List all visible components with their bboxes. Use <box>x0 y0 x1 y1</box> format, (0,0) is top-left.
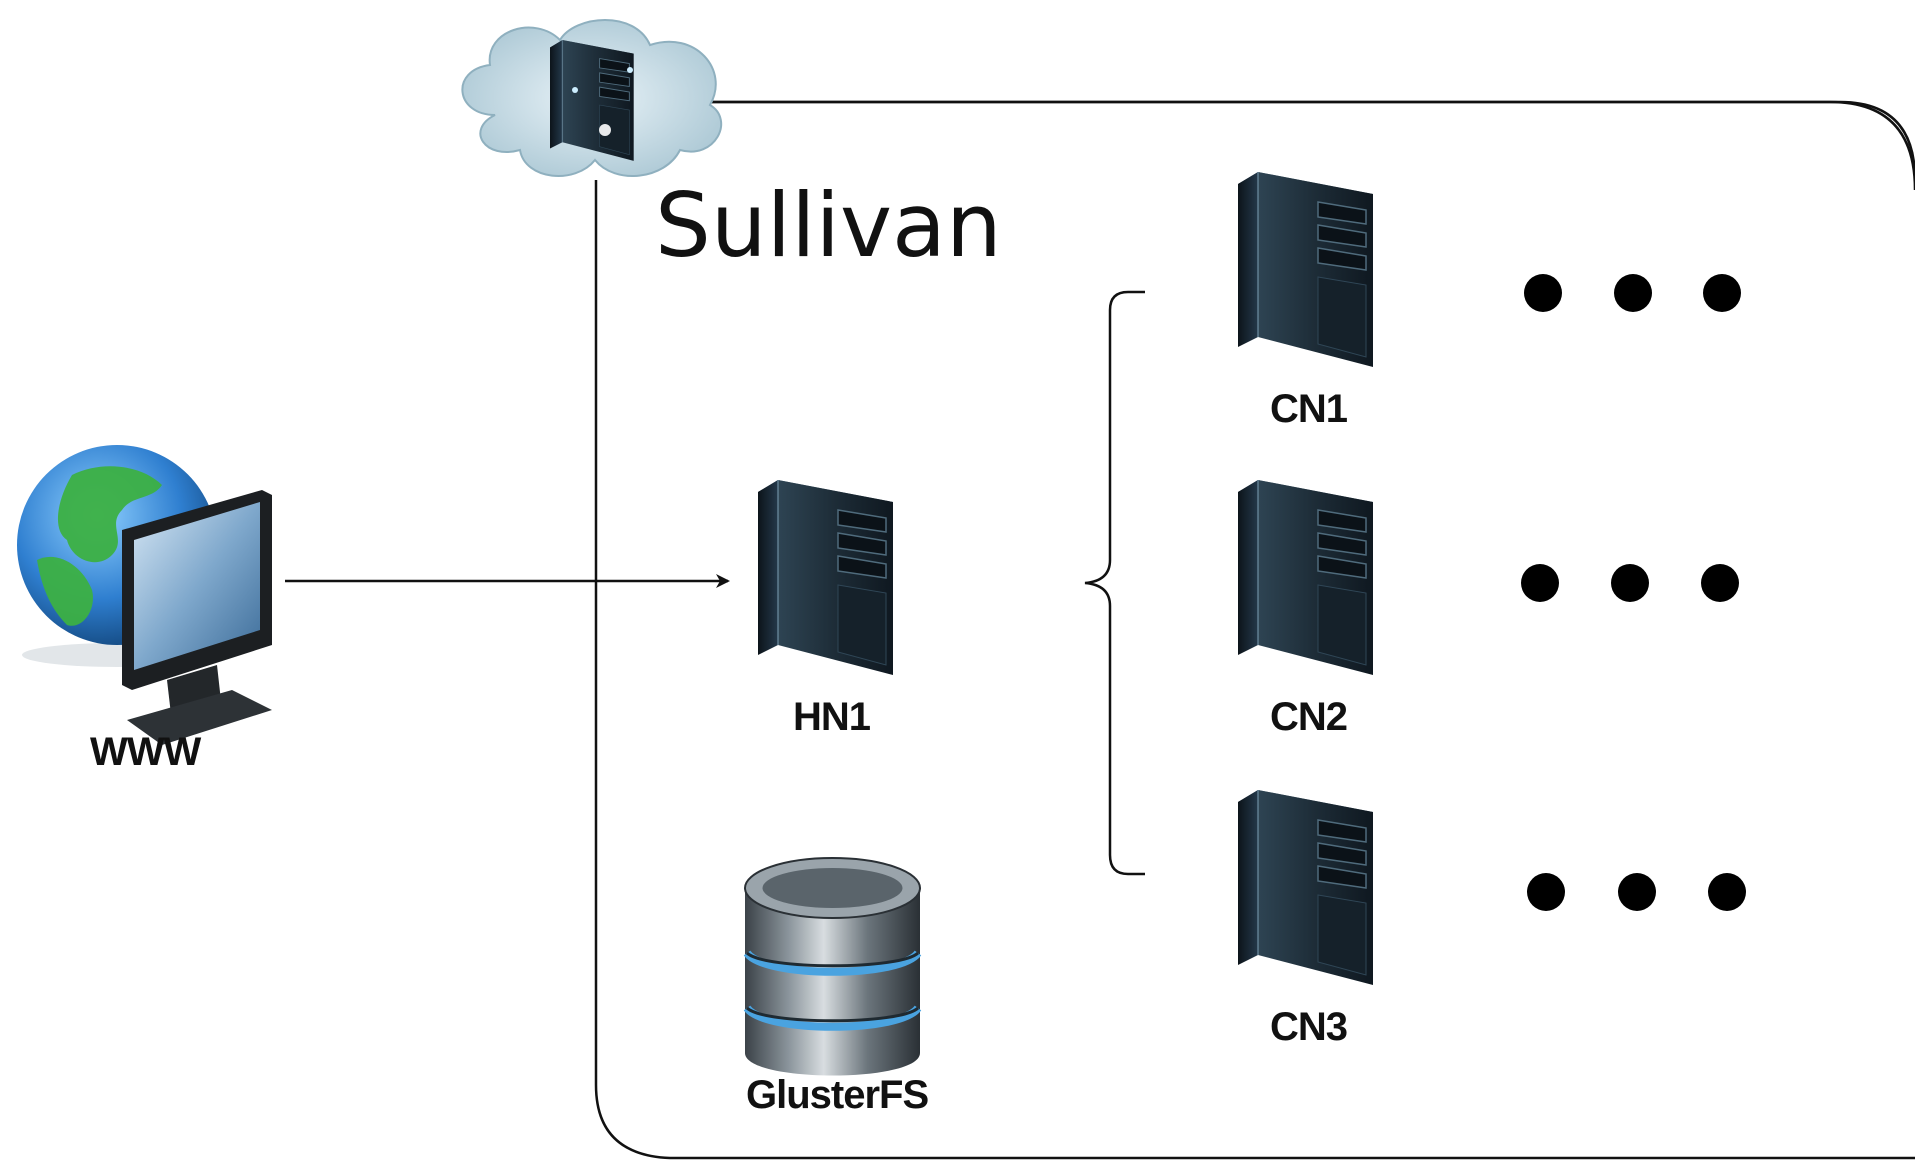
cluster-title: Sullivan <box>655 174 1002 277</box>
server-tower-icon <box>757 479 894 676</box>
cn1-label: CN1 <box>1270 387 1348 431</box>
cn3-label: CN3 <box>1270 1005 1347 1049</box>
ellipsis-icon <box>1521 564 1739 602</box>
database-icon <box>743 857 922 1076</box>
glusterfs-label: GlusterFS <box>746 1073 928 1117</box>
ellipsis-icon <box>1527 873 1746 911</box>
ellipsis-icon <box>1524 274 1741 312</box>
cluster-boundary-left <box>594 180 1915 1160</box>
server-tower-icon <box>1237 171 1374 368</box>
cn2-label: CN2 <box>1270 695 1347 739</box>
brace-connector <box>1084 290 1145 876</box>
hn1-label: HN1 <box>793 695 871 739</box>
server-tower-icon <box>1237 479 1374 676</box>
globe-monitor-icon <box>17 445 272 745</box>
www-label: WWW <box>90 730 202 774</box>
cloud-server-icon <box>461 19 723 177</box>
server-tower-icon <box>1237 789 1374 986</box>
